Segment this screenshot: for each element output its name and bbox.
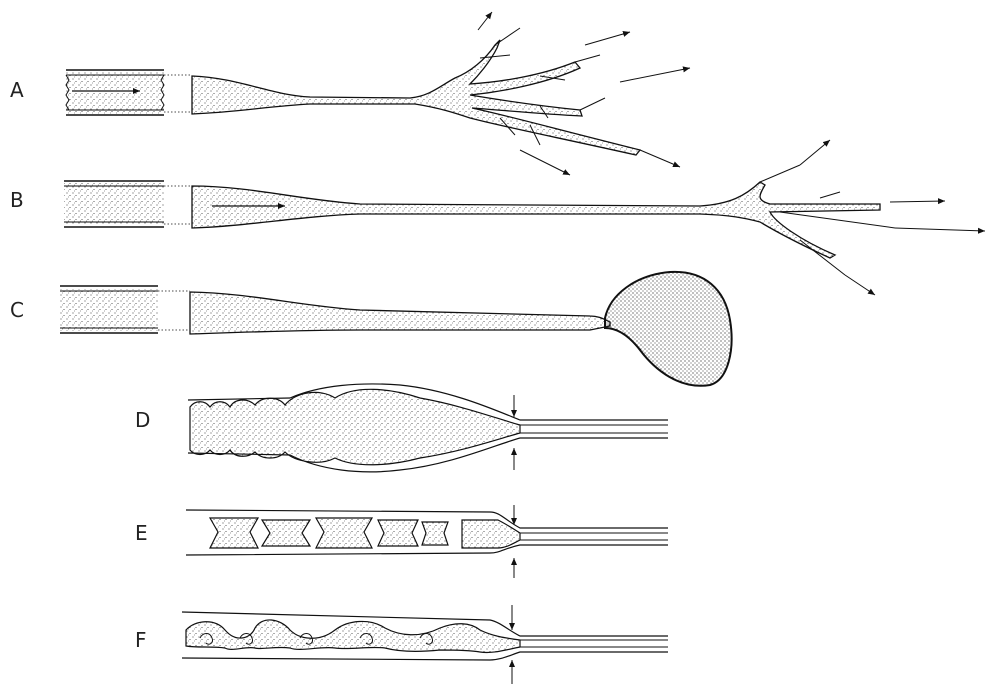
panel-c: [60, 272, 732, 386]
panel-a-tube: [66, 70, 192, 115]
panel-b-dendrite-arrows: [760, 140, 985, 295]
panel-d-inner-line: [520, 425, 668, 433]
panel-b-tube: [64, 181, 192, 227]
panel-b: [64, 140, 985, 295]
panel-a: [66, 12, 690, 175]
panel-c-growth-cone: [605, 272, 732, 386]
panel-f-coiled-axon: [186, 620, 520, 653]
panel-d: [188, 384, 668, 472]
panel-e: [186, 505, 668, 578]
panel-e-inner-line: [520, 533, 668, 540]
panel-f-inner-line: [520, 640, 668, 647]
panel-a-axon: [192, 40, 640, 155]
panel-a-dendrite-arrows: [478, 12, 690, 175]
panel-f: [182, 605, 668, 684]
panel-b-axon: [192, 182, 880, 258]
panel-c-axon: [190, 292, 610, 334]
panel-c-tube: [60, 286, 190, 333]
panel-e-segments: [210, 518, 520, 548]
